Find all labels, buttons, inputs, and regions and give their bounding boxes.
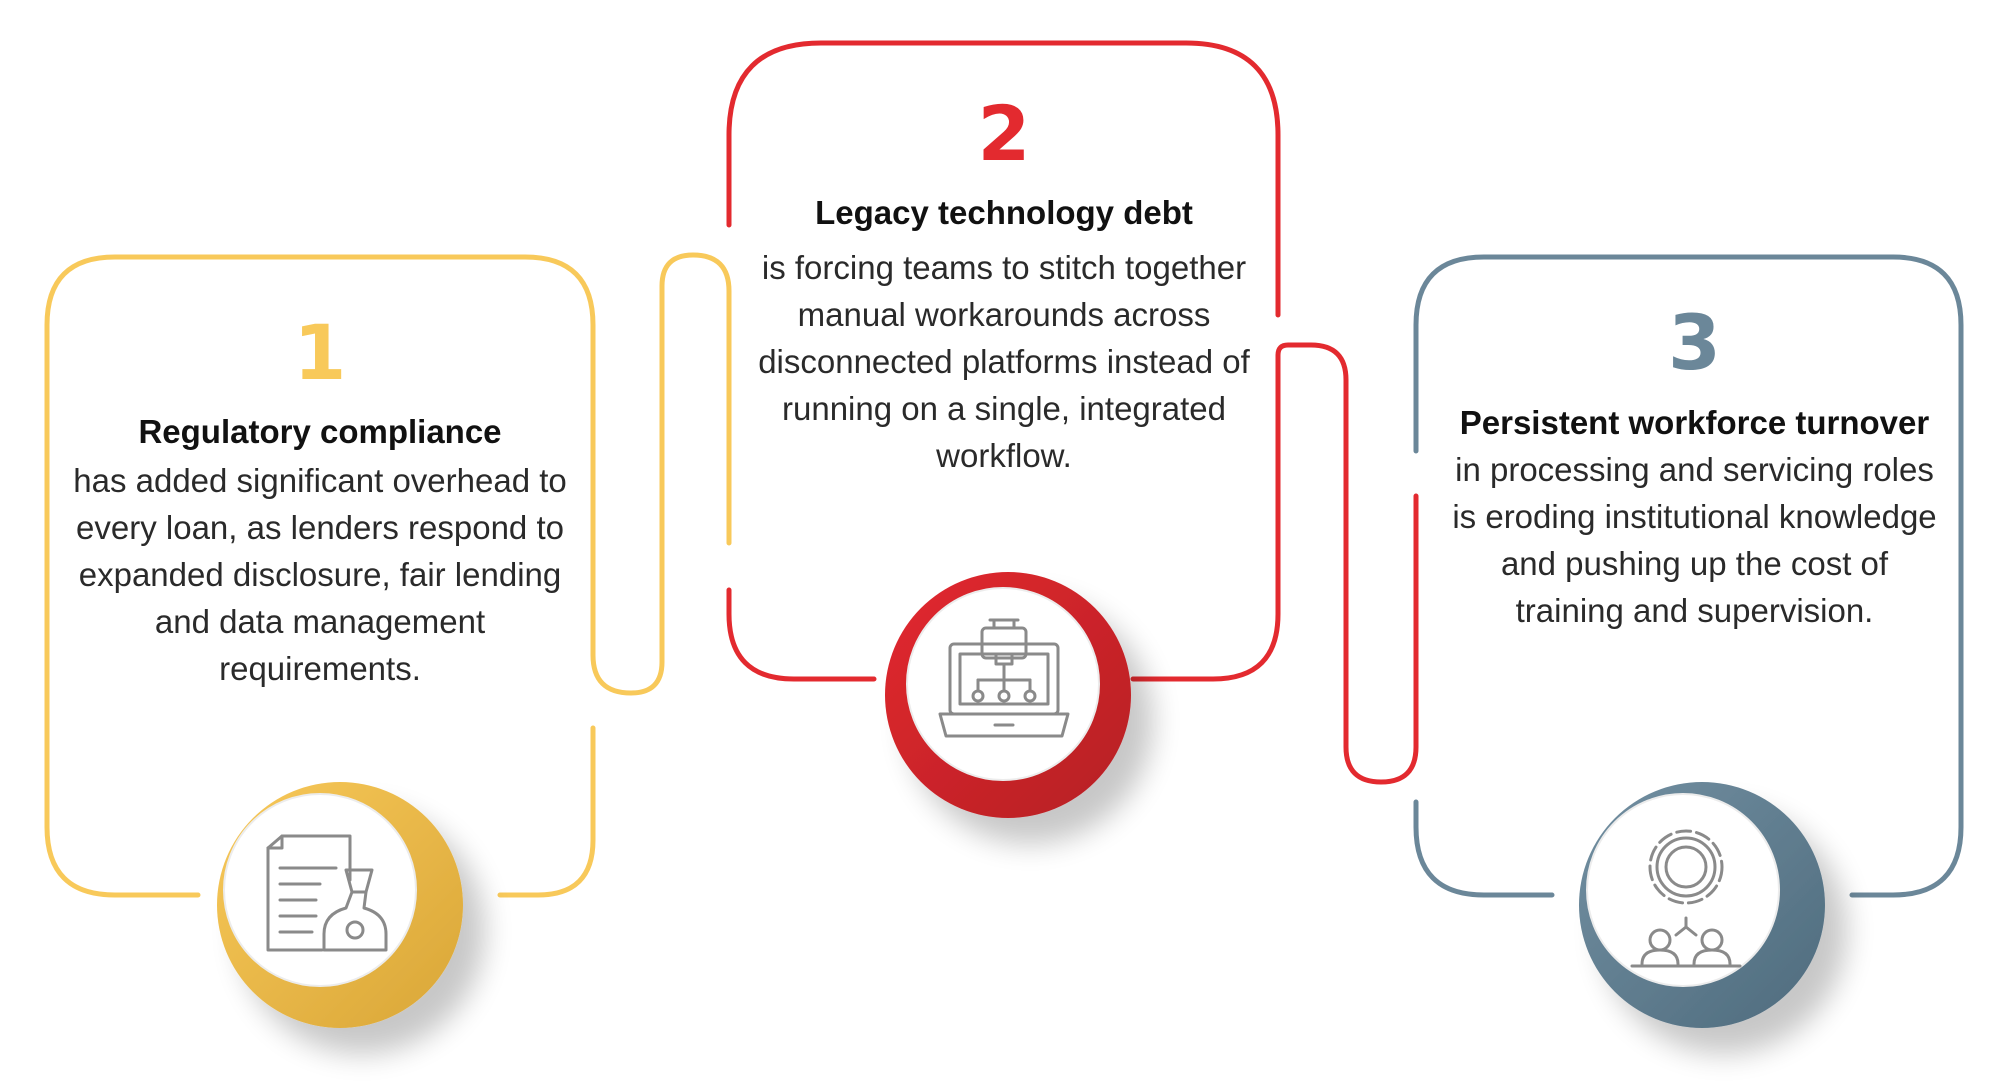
step-2-body: is forcing teams to stitch together manu… <box>758 249 1250 474</box>
step-2-badge <box>885 572 1131 818</box>
step-1-body: has added significant overhead to every … <box>73 462 567 687</box>
step-1-number: 1 <box>293 308 347 397</box>
card-1-outline <box>44 252 732 898</box>
step-3-card: 3 Persistent workforce turnover in proce… <box>1452 305 1937 634</box>
gear-team-icon <box>1630 829 1742 968</box>
step-3-number: 3 <box>1668 298 1721 387</box>
document-compliance-icon <box>266 834 388 952</box>
step-1-title: Regulatory compliance <box>138 413 502 450</box>
step-1-card: 1 Regulatory compliance has added signif… <box>60 315 580 692</box>
laptop-network-icon <box>938 618 1070 738</box>
step-2-card: 2 Legacy technology debt is forcing team… <box>748 96 1260 479</box>
card-2-outline <box>726 40 1419 785</box>
step-3-paragraph: Persistent workforce turnover in process… <box>1452 399 1937 634</box>
card-3-outline <box>1413 254 1964 898</box>
step-1-badge <box>217 782 463 1028</box>
step-2-number: 2 <box>977 89 1031 178</box>
step-2-title: Legacy technology debt <box>815 194 1193 231</box>
step-3-body: in processing and servicing roles is ero… <box>1452 451 1937 629</box>
step-3-badge <box>1579 782 1825 1028</box>
step-3-title: Persistent workforce turnover <box>1459 404 1930 441</box>
